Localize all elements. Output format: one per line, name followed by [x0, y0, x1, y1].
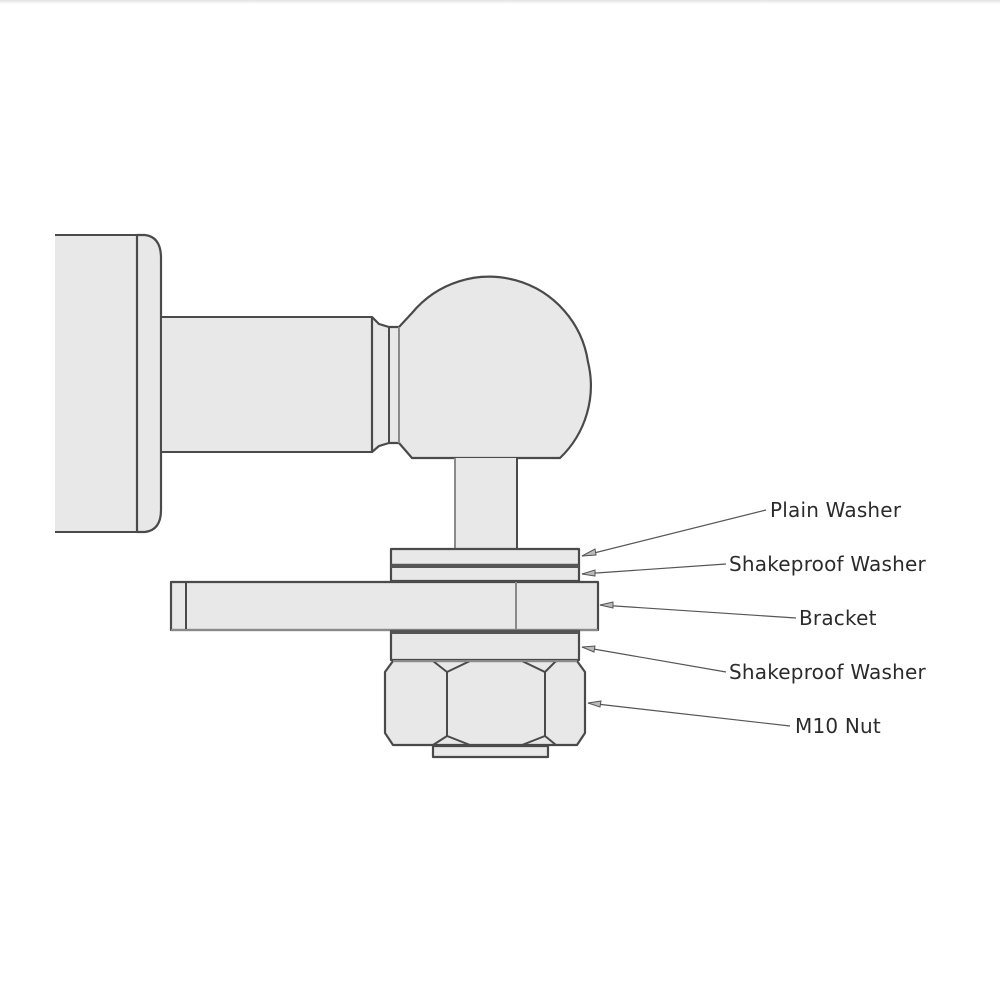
label-m10-nut: M10 Nut	[795, 714, 881, 738]
label-shakeproof-washer-top: Shakeproof Washer	[729, 552, 926, 576]
bracket	[169, 580, 600, 632]
label-shakeproof-washer-bottom: Shakeproof Washer	[729, 660, 926, 684]
shakeproof-washer-top	[389, 563, 581, 583]
leader-m10-nut	[587, 702, 791, 727]
stud	[454, 458, 518, 548]
mounting-plate	[55, 233, 163, 534]
leader-shakeproof-washer-top	[581, 563, 727, 575]
ball-joint	[370, 275, 592, 460]
shakeproof-washer-bottom	[389, 629, 581, 662]
label-bracket: Bracket	[799, 606, 877, 630]
top-border	[0, 0, 1000, 4]
plain-washer	[389, 547, 581, 567]
label-plain-washer: Plain Washer	[770, 498, 902, 522]
bolt-end	[431, 744, 550, 759]
leader-bracket	[599, 604, 797, 619]
leader-shakeproof-washer-bottom	[581, 646, 727, 673]
leader-plain-washer	[581, 509, 767, 557]
m10-nut	[383, 659, 587, 747]
leader-lines	[581, 509, 797, 727]
shaft	[160, 316, 372, 453]
